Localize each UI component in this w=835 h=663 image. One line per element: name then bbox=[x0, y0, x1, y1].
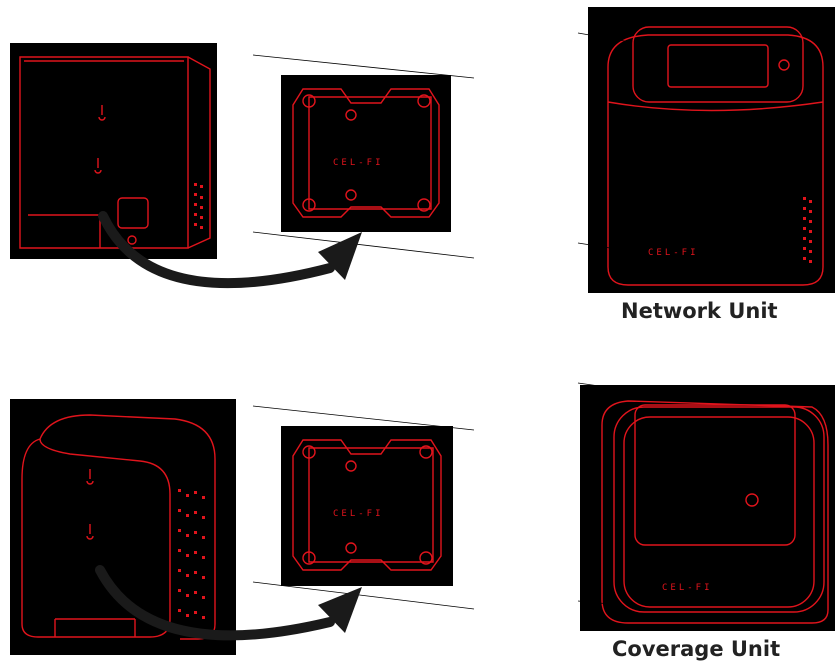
bracket-logo-text: CEL-FI bbox=[333, 158, 384, 168]
network-unit-front-photo: CEL-FI bbox=[588, 7, 835, 293]
mount-bracket-outline-2: CEL-FI bbox=[292, 439, 442, 571]
coverage-unit-caption: Coverage Unit bbox=[612, 637, 781, 661]
coverage-unit-front-photo: CEL-FI bbox=[580, 385, 835, 631]
mount-bracket-outline: CEL-FI bbox=[292, 88, 440, 218]
coverage-unit-back-outline bbox=[21, 414, 216, 640]
network-mount-bracket-photo: CEL-FI bbox=[281, 75, 451, 232]
coverage-unit-logo-text: CEL-FI bbox=[662, 583, 713, 593]
network-unit-front-outline: CEL-FI bbox=[607, 26, 824, 286]
coverage-unit-back-photo bbox=[10, 399, 236, 655]
coverage-mount-bracket-photo: CEL-FI bbox=[281, 426, 453, 586]
network-unit-caption: Network Unit bbox=[621, 299, 778, 323]
network-unit-logo-text: CEL-FI bbox=[648, 248, 699, 258]
coverage-unit-front-outline: CEL-FI bbox=[601, 400, 829, 624]
network-unit-back-photo bbox=[10, 43, 217, 259]
network-unit-back-outline bbox=[19, 56, 211, 249]
bracket-logo-text-2: CEL-FI bbox=[333, 509, 384, 519]
